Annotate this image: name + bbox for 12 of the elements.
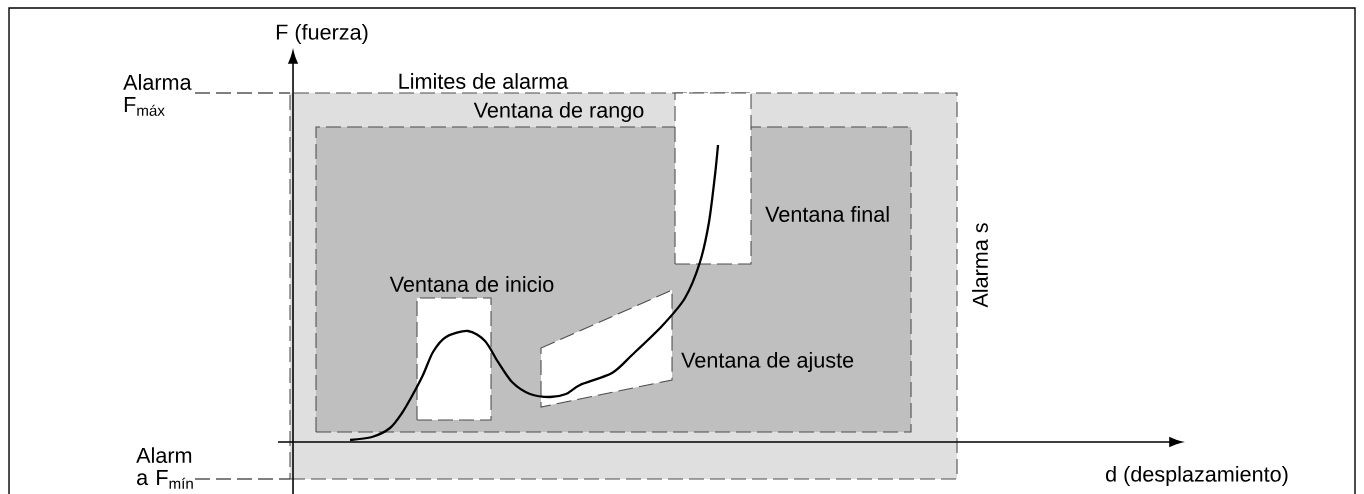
start-window: Ventana de inicio [389,276,554,421]
alarm-label: Alarma F$_{máx}$ [123,74,192,116]
node-label: Ventana de inicio [389,276,554,292]
node-label: Ventana de ajuste [681,351,854,373]
alarm-label: Alarm a F$_{mín}$ [136,447,193,489]
end-window: Ventana final [674,92,889,265]
node-label: Limites de alarma [399,73,569,89]
node-label: Ventana de rango [473,101,644,123]
axis-title: d (desplazamiento) [1106,465,1288,487]
alarm-label: Alarma s [972,223,988,308]
node-label: Ventana final [765,206,889,222]
axis-title: F (fuerza) [276,23,368,45]
